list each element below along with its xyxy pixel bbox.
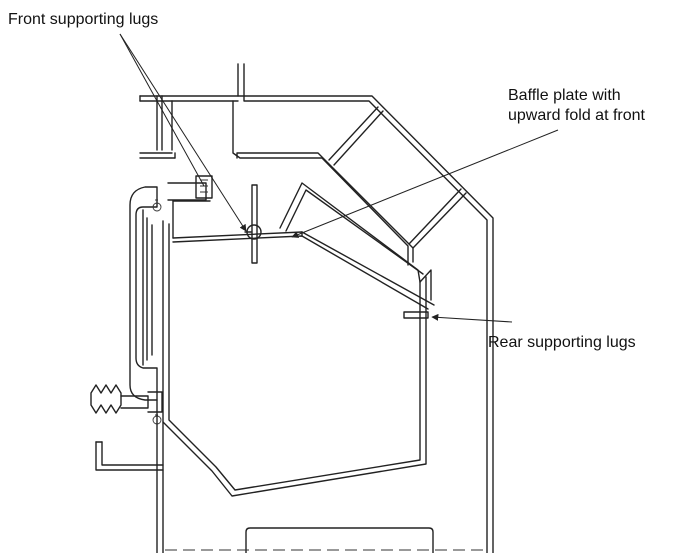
baffle-leader: [291, 129, 559, 238]
bottom-opening: [245, 527, 434, 553]
rear-lugs-leader: [431, 313, 513, 323]
top-flange: [139, 95, 239, 159]
baffle-label-line-2: upward fold at front: [508, 107, 645, 124]
front-lugs-leader-b: [119, 33, 247, 232]
rear-lug: [403, 311, 429, 319]
outer-casing: [237, 63, 494, 553]
left-casing: [156, 399, 164, 553]
door-panel: [129, 186, 162, 425]
flue-box: [328, 106, 467, 249]
front-lugs-label: Front supporting lugs: [8, 11, 159, 28]
baffle-plate-label: Baffle plate with upward fold at front: [508, 86, 645, 126]
combustion-chamber: [162, 220, 432, 497]
baffle-plate: [172, 182, 435, 310]
lower-bracket: [95, 441, 164, 471]
baffle-label-line-1: Baffle plate with: [508, 87, 621, 104]
leader-lines: [119, 33, 559, 323]
inner-top-plate: [232, 100, 414, 266]
door-handle: [90, 384, 163, 414]
front-lugs-leader-a: [119, 33, 205, 187]
front-bracket: [167, 175, 213, 239]
front-lug: [244, 184, 262, 264]
rear-lugs-label: Rear supporting lugs: [488, 334, 636, 351]
